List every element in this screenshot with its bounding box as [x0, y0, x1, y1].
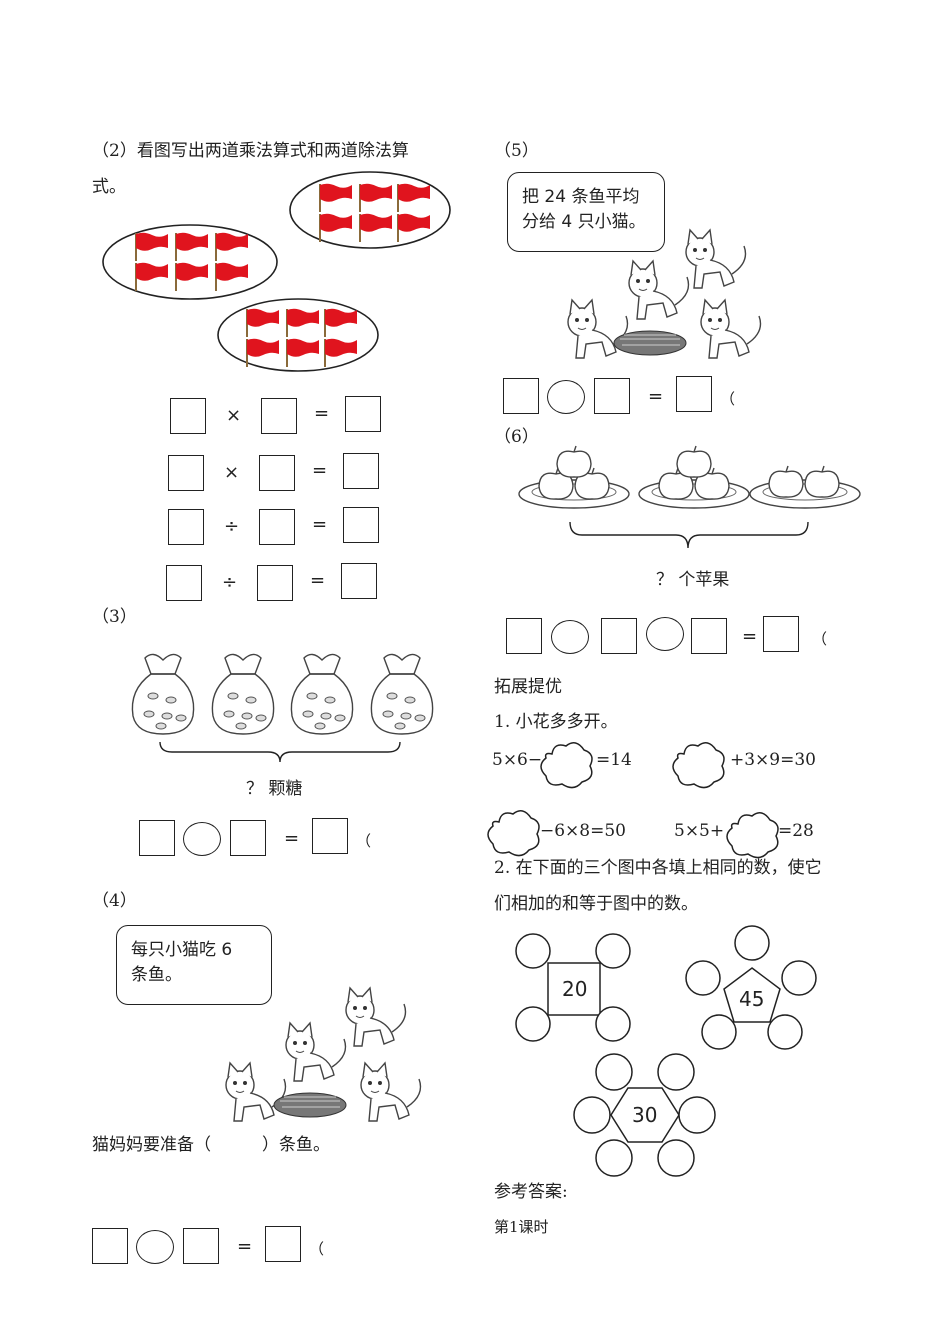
equals-sign: = [237, 1236, 253, 1257]
q2-text-line2: 式。 [92, 177, 126, 197]
square-value: 20 [562, 977, 588, 1001]
answer-box[interactable] [139, 820, 175, 856]
answer-box[interactable] [763, 616, 799, 652]
operator-oval[interactable] [183, 822, 221, 856]
answers-heading: 参考答案: [494, 1182, 568, 1202]
eq4-left: 5×5+ [674, 821, 725, 841]
q4-bubble-line2: 条鱼。 [131, 965, 182, 985]
q4-label: （4） [92, 891, 137, 911]
pentagon-value: 45 [739, 987, 765, 1011]
answer-box[interactable] [259, 509, 295, 545]
answer-box[interactable] [343, 507, 379, 543]
divide-sign: ÷ [222, 572, 238, 593]
q6-caption: ？ 个苹果 [656, 570, 730, 590]
equals-sign: = [314, 403, 330, 424]
paren: （ [309, 1240, 325, 1258]
answer-box[interactable] [230, 820, 266, 856]
q3-label: （3） [92, 607, 137, 627]
shape-puzzles [515, 925, 817, 1177]
answer-box[interactable] [170, 398, 206, 434]
answer-box[interactable] [343, 453, 379, 489]
answer-box[interactable] [601, 618, 637, 654]
equals-sign: = [312, 514, 328, 535]
answer-box[interactable] [92, 1228, 128, 1264]
operator-oval[interactable] [646, 617, 684, 651]
q5-bubble-line1: 把 24 条鱼平均 [522, 187, 640, 207]
hexagon-value: 30 [632, 1103, 658, 1127]
operator-oval[interactable] [551, 620, 589, 654]
answer-box[interactable] [261, 398, 297, 434]
paren: （ [720, 390, 736, 408]
divide-sign: ÷ [224, 516, 240, 537]
answer-box[interactable] [259, 455, 295, 491]
operator-oval[interactable] [547, 380, 585, 414]
answer-box[interactable] [691, 618, 727, 654]
times-sign: × [224, 462, 240, 483]
p2-line2: 们相加的和等于图中的数。 [494, 894, 698, 914]
answer-box[interactable] [676, 376, 712, 412]
q4-bubble-line1: 每只小猫吃 6 [131, 940, 233, 960]
answer-box[interactable] [265, 1226, 301, 1262]
eq4-right: =28 [778, 821, 814, 841]
flag-group-illustration [102, 171, 451, 372]
eq2-right: +3×9=30 [730, 750, 816, 770]
q6-label: （6） [494, 427, 539, 447]
equals-sign: = [284, 828, 300, 849]
q5-label: （5） [494, 141, 539, 161]
equals-sign: = [742, 626, 758, 647]
answer-box[interactable] [168, 509, 204, 545]
answer-box[interactable] [503, 378, 539, 414]
answer-box[interactable] [183, 1228, 219, 1264]
equals-sign: = [648, 386, 664, 407]
equals-sign: = [310, 570, 326, 591]
paren: （ [356, 832, 372, 850]
paren: （ [812, 630, 828, 648]
apple-plates-illustration [518, 445, 861, 549]
q3-caption: ？ 颗糖 [246, 779, 303, 799]
candy-bags-illustration [131, 653, 434, 763]
q4-speech-bubble: 每只小猫吃 6 条鱼。 [116, 925, 272, 1005]
extension-heading: 拓展提优 [494, 677, 562, 697]
times-sign: × [226, 405, 242, 426]
equals-sign: = [312, 460, 328, 481]
answer-box[interactable] [166, 565, 202, 601]
eq3-right: −6×8=50 [540, 821, 626, 841]
answer-box[interactable] [312, 818, 348, 854]
answer-box[interactable] [345, 396, 381, 432]
p2-line1: 2. 在下面的三个图中各填上相同的数，使它 [494, 858, 822, 878]
q5-speech-bubble: 把 24 条鱼平均 分给 4 只小猫。 [507, 172, 665, 252]
answer-box[interactable] [506, 618, 542, 654]
answer-box[interactable] [257, 565, 293, 601]
answer-box[interactable] [594, 378, 630, 414]
answer-box[interactable] [168, 455, 204, 491]
q2-text-line1: （2）看图写出两道乘法算式和两道除法算 [92, 141, 409, 161]
eq1-right: =14 [596, 750, 632, 770]
q5-bubble-line2: 分给 4 只小猫。 [522, 212, 646, 232]
answers-lesson: 第1课时 [494, 1218, 549, 1236]
eq1-left: 5×6− [492, 750, 543, 770]
q4-sentence: 猫妈妈要准备（ ）条鱼。 [92, 1135, 330, 1155]
answer-box[interactable] [341, 563, 377, 599]
operator-oval[interactable] [136, 1230, 174, 1264]
p1-title: 1. 小花多多开。 [494, 712, 618, 732]
